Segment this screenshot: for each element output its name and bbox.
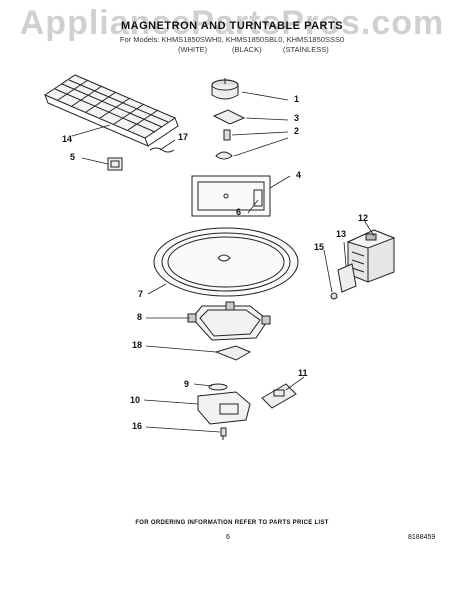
callout-7: 7	[138, 289, 144, 299]
color-stainless-label: (STAINLESS)	[283, 45, 329, 54]
model-list: For Models: KHMS1850SWH0, KHMS1850SBL0, …	[119, 35, 345, 44]
magnetron-screw-part	[330, 292, 338, 300]
page-number: 6	[226, 534, 230, 541]
motor-assembly-part	[197, 383, 251, 425]
color-white-label: (WHITE)	[178, 45, 208, 54]
callout-3: 3	[294, 113, 300, 123]
wire-rack-part	[43, 74, 179, 147]
callout-17: 17	[178, 132, 189, 142]
callout-18: 18	[132, 340, 143, 350]
callout-4: 4	[296, 170, 302, 180]
callout-8: 8	[137, 312, 143, 322]
callout-12: 12	[358, 213, 369, 223]
roller-ring-part	[187, 301, 271, 341]
ordering-note: FOR ORDERING INFORMATION REFER TO PARTS …	[135, 520, 329, 526]
callout-1: 1	[294, 94, 300, 104]
cover-plate-part	[191, 175, 271, 217]
callout-10: 10	[130, 395, 141, 405]
magnetron-part	[346, 229, 396, 283]
callout-9: 9	[184, 379, 190, 389]
callout-2: 2	[294, 126, 300, 136]
screw-part	[220, 427, 227, 440]
callout-11: 11	[298, 368, 308, 378]
callout-16: 16	[132, 421, 143, 431]
turntable-glass-part	[153, 227, 299, 297]
color-black-label: (BLACK)	[232, 45, 262, 54]
rack-clip-part	[149, 147, 175, 153]
callout-13: 13	[336, 229, 347, 239]
callout-15: 15	[314, 242, 325, 252]
watermark-text: AppliancePartsPros.com	[19, 4, 445, 42]
thermal-switch-part	[261, 383, 297, 409]
page-title: MAGNETRON AND TURNTABLE PARTS	[120, 20, 344, 32]
magnetron-bracket-part	[337, 263, 357, 293]
turntable-motor-part	[211, 78, 239, 100]
callout-5: 5	[70, 152, 76, 162]
document-number: 8188459	[408, 534, 436, 541]
rack-support-part	[107, 157, 123, 171]
callout-6: 6	[236, 207, 242, 217]
shield-part	[214, 345, 252, 361]
coupler-part	[215, 129, 233, 160]
motor-bracket-part	[212, 109, 246, 125]
callout-14: 14	[62, 134, 73, 144]
